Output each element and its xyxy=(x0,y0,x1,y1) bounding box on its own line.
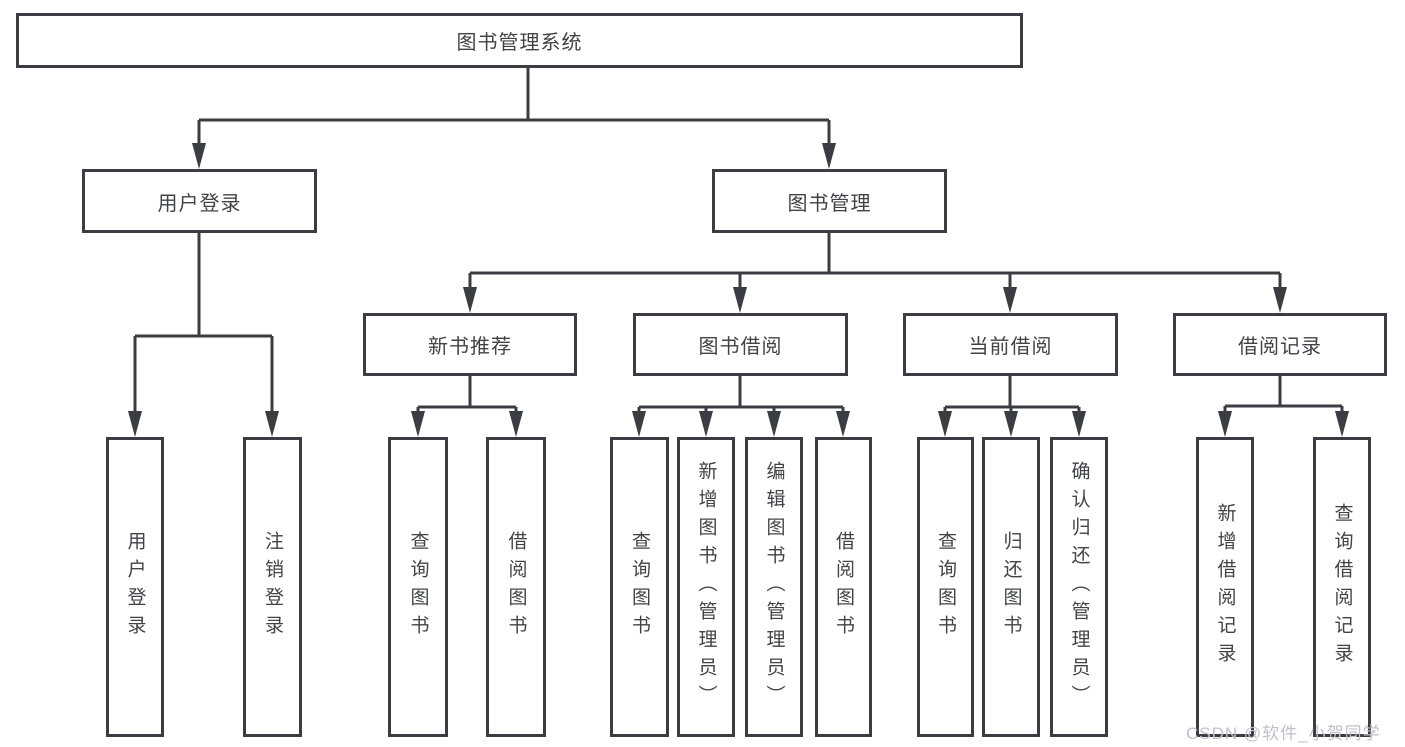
leaf-borrow-book-recommend-label: 借阅图书 xyxy=(505,531,527,643)
leaf-user-login: 用户登录 xyxy=(106,437,164,737)
leaf-query-book-borrowing: 查询图书 xyxy=(610,437,669,737)
leaf-logout-label: 注销登录 xyxy=(262,531,283,643)
leaf-return-book: 归还图书 xyxy=(982,437,1040,737)
node-user-login-label: 用户登录 xyxy=(157,192,242,215)
node-book-borrowing: 图书借阅 xyxy=(633,313,848,376)
leaf-add-book-admin-label: 新增图书（管理员） xyxy=(695,461,717,713)
node-current-borrowing-label: 当前借阅 xyxy=(968,336,1053,358)
leaf-confirm-return-admin-label: 确认归还（管理员） xyxy=(1068,461,1090,713)
leaf-add-borrow-record-label: 新增借阅记录 xyxy=(1214,503,1236,671)
node-borrow-records-label: 借阅记录 xyxy=(1238,336,1322,358)
node-book-management: 图书管理 xyxy=(712,169,947,233)
node-user-login: 用户登录 xyxy=(82,169,317,233)
node-borrow-records: 借阅记录 xyxy=(1173,313,1387,376)
csdn-watermark: CSDN @软件_小贺同学 xyxy=(1186,724,1381,743)
leaf-edit-book-admin: 编辑图书（管理员） xyxy=(745,437,803,737)
node-current-borrowing: 当前借阅 xyxy=(903,313,1118,376)
leaf-borrow-book-borrowing: 借阅图书 xyxy=(815,437,872,737)
node-new-book-recommend-label: 新书推荐 xyxy=(428,336,512,358)
node-new-book-recommend: 新书推荐 xyxy=(363,313,577,376)
leaf-query-book-borrowing-label: 查询图书 xyxy=(629,531,650,643)
node-book-borrowing-label: 图书借阅 xyxy=(698,336,783,358)
leaf-query-book-recommend-label: 查询图书 xyxy=(407,531,429,643)
leaf-query-borrow-record: 查询借阅记录 xyxy=(1313,437,1371,737)
leaf-query-borrow-record-label: 查询借阅记录 xyxy=(1331,503,1353,671)
node-root: 图书管理系统 xyxy=(16,13,1023,68)
leaf-query-book-current: 查询图书 xyxy=(917,437,974,737)
leaf-borrow-book-recommend: 借阅图书 xyxy=(486,437,546,737)
leaf-add-borrow-record: 新增借阅记录 xyxy=(1196,437,1254,737)
node-root-label: 图书管理系统 xyxy=(456,32,583,54)
node-book-management-label: 图书管理 xyxy=(787,192,872,215)
leaf-user-login-label: 用户登录 xyxy=(124,531,146,643)
leaf-logout: 注销登录 xyxy=(243,437,302,737)
leaf-query-book-recommend: 查询图书 xyxy=(388,437,448,737)
leaf-return-book-label: 归还图书 xyxy=(1000,531,1022,643)
leaf-add-book-admin: 新增图书（管理员） xyxy=(677,437,735,737)
leaf-confirm-return-admin: 确认归还（管理员） xyxy=(1050,437,1108,737)
leaf-borrow-book-borrowing-label: 借阅图书 xyxy=(833,531,854,643)
leaf-edit-book-admin-label: 编辑图书（管理员） xyxy=(763,461,785,713)
leaf-query-book-current-label: 查询图书 xyxy=(935,531,956,643)
